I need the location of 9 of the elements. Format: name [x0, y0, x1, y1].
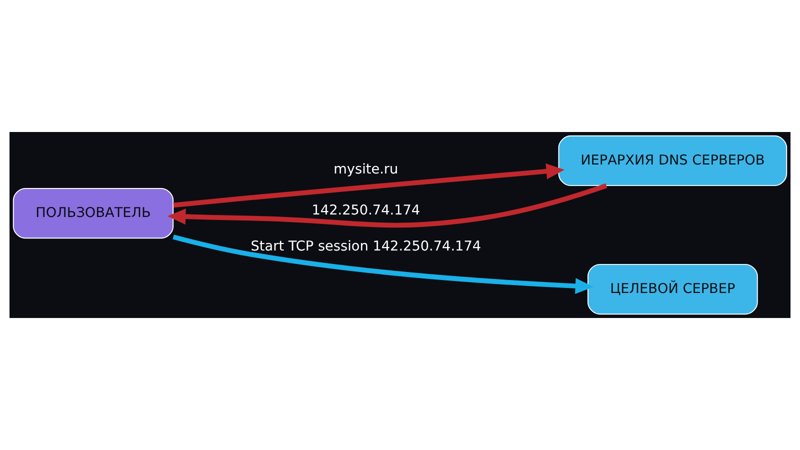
- arrow: [173, 163, 565, 208]
- node-box: ИЕРАРХИЯ DNS СЕРВЕРОВ: [558, 135, 788, 186]
- node-box: ПОЛЬЗОВАТЕЛЬ: [12, 188, 174, 239]
- edge-label: mysite.ru: [334, 162, 398, 178]
- arrow: [167, 183, 608, 228]
- arrow: [172, 234, 594, 294]
- node-box: ЦЕЛЕВОЙ СЕРВЕР: [587, 264, 758, 315]
- edge-label: 142.250.74.174: [312, 202, 420, 218]
- edge-label: Start TCP session 142.250.74.174: [250, 238, 482, 255]
